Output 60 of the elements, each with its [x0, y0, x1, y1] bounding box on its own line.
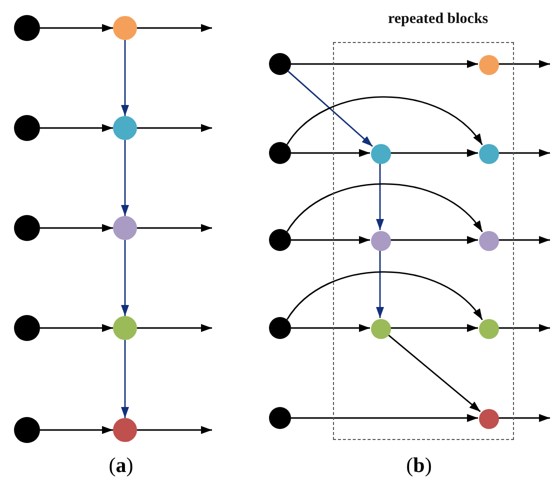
arrow — [390, 236, 478, 244]
arrow — [137, 324, 212, 332]
arrow — [137, 426, 212, 434]
arrow — [40, 426, 113, 434]
input-node-circle — [269, 53, 291, 75]
block-node-circle — [479, 231, 499, 251]
arrow — [498, 236, 550, 244]
arrow — [390, 324, 478, 332]
arrow — [137, 224, 212, 232]
arrow — [121, 240, 129, 316]
arrow — [498, 324, 550, 332]
block-node-circle — [371, 144, 391, 164]
panel-caption: (a) — [108, 453, 134, 478]
arrow — [498, 60, 550, 68]
arrow — [390, 149, 478, 157]
group-heading: repeated blocks — [388, 11, 488, 28]
arrow — [40, 324, 113, 332]
arrow — [291, 414, 478, 422]
block-node-circle — [113, 16, 137, 40]
input-node-circle — [14, 417, 40, 443]
input-node-circle — [269, 142, 291, 164]
block-node-circle — [113, 418, 137, 442]
curved-arrow — [286, 183, 483, 232]
arrow — [498, 149, 550, 157]
block-node-circle — [479, 55, 499, 75]
input-node-circle — [14, 215, 40, 241]
arrow — [121, 40, 129, 116]
block-node-circle — [113, 116, 137, 140]
arrow — [387, 334, 481, 412]
curved-arrow — [286, 96, 483, 146]
arrow — [40, 24, 113, 32]
input-node-circle — [14, 15, 40, 41]
arrow — [288, 70, 373, 147]
arrow — [121, 140, 129, 216]
arrow — [376, 250, 384, 318]
block-node-circle — [113, 316, 137, 340]
input-node-circle — [269, 317, 291, 339]
arrow — [291, 149, 370, 157]
block-node-circle — [479, 409, 499, 429]
arrow — [376, 163, 384, 230]
arrow — [137, 24, 212, 32]
input-node-circle — [269, 229, 291, 251]
arrow — [291, 236, 370, 244]
curved-arrow — [286, 271, 483, 320]
arrow — [137, 124, 212, 132]
block-node-circle — [371, 319, 391, 339]
arrow — [498, 414, 550, 422]
block-node-circle — [371, 231, 391, 251]
input-node-circle — [14, 115, 40, 141]
input-node-circle — [14, 315, 40, 341]
input-node-circle — [269, 407, 291, 429]
arrow — [291, 60, 478, 68]
block-node-circle — [479, 144, 499, 164]
block-node-circle — [113, 216, 137, 240]
arrow — [40, 124, 113, 132]
block-node-circle — [479, 319, 499, 339]
arrow — [40, 224, 113, 232]
arrow — [121, 340, 129, 418]
panel-caption: (b) — [406, 453, 432, 478]
arrow — [291, 324, 370, 332]
